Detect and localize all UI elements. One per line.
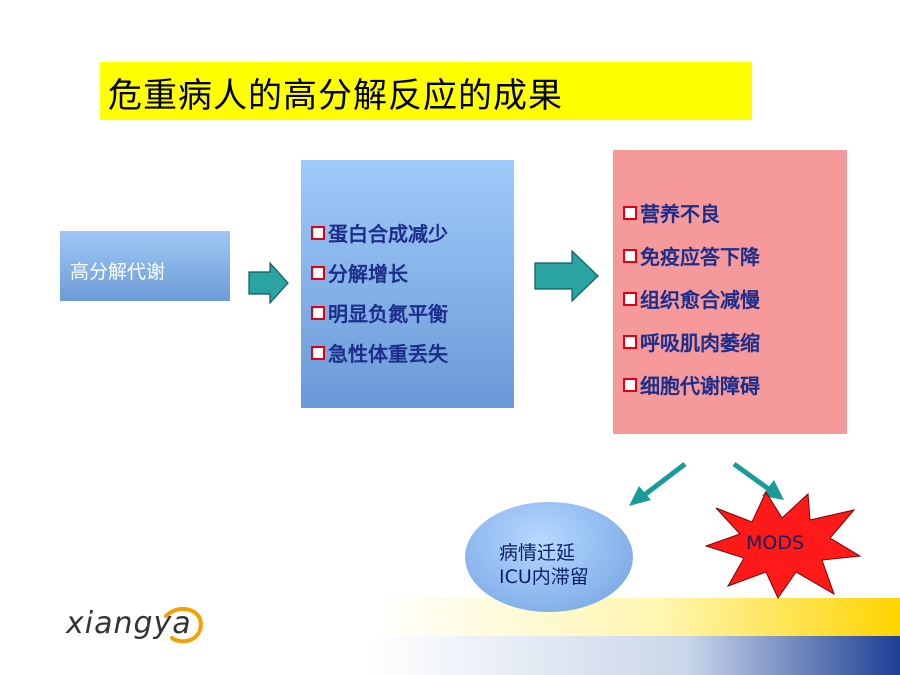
list-item: 细胞代谢障碍 [623, 370, 760, 399]
right-arrow-1 [248, 262, 289, 304]
mods-label: MODS [746, 532, 805, 554]
list-item-text: 急性体重丢失 [328, 342, 448, 366]
list-item: 营养不良 [623, 198, 720, 227]
list-item-text: 细胞代谢障碍 [640, 374, 760, 398]
list-item-text: 蛋白合成减少 [328, 222, 448, 246]
list-item-text: 营养不良 [640, 202, 720, 226]
list-item: 呼吸肌肉萎缩 [623, 327, 760, 356]
middle-effects-box: 蛋白合成减少 分解增长 明显负氮平衡 急性体重丢失 [301, 160, 514, 408]
list-item: 分解增长 [311, 258, 408, 287]
slide-title: 危重病人的高分解反应的成果 [108, 76, 563, 116]
list-item-text: 组织愈合减慢 [640, 288, 760, 312]
outcome-ellipse: 病情迁延 ICU内滞留 [465, 502, 633, 612]
right-arrow-2 [534, 250, 599, 302]
mods-starburst [704, 490, 862, 600]
list-item-text: 明显负氮平衡 [328, 302, 448, 326]
title-band [100, 62, 752, 120]
list-item: 免疫应答下降 [623, 241, 760, 270]
outcome-ellipse-line2: ICU内滞留 [499, 566, 589, 588]
bullet-square-icon [623, 248, 637, 263]
list-item: 明显负氮平衡 [311, 298, 448, 327]
bullet-square-icon [623, 377, 637, 392]
source-box: 高分解代谢 [60, 231, 230, 301]
xiangya-logo: xiangya [60, 600, 210, 660]
bullet-square-icon [311, 305, 325, 320]
diagonal-arrow-down-left [629, 462, 687, 506]
list-item-text: 呼吸肌肉萎缩 [640, 331, 760, 355]
bottom-gradient-band [370, 598, 900, 675]
source-box-label: 高分解代谢 [70, 261, 166, 283]
bullet-square-icon [623, 205, 637, 220]
bullet-square-icon [311, 225, 325, 240]
right-consequences-box: 营养不良 免疫应答下降 组织愈合减慢 呼吸肌肉萎缩 细胞代谢障碍 [613, 150, 847, 434]
list-item-text: 分解增长 [328, 262, 408, 286]
bullet-square-icon [311, 265, 325, 280]
list-item: 急性体重丢失 [311, 338, 448, 367]
bullet-square-icon [311, 345, 325, 360]
bullet-square-icon [623, 291, 637, 306]
logo-swoosh-icon [164, 606, 203, 644]
list-item-text: 免疫应答下降 [640, 245, 760, 269]
bullet-square-icon [623, 334, 637, 349]
outcome-ellipse-line1: 病情迁延 [499, 542, 576, 564]
list-item: 组织愈合减慢 [623, 284, 760, 313]
list-item: 蛋白合成减少 [311, 218, 448, 247]
